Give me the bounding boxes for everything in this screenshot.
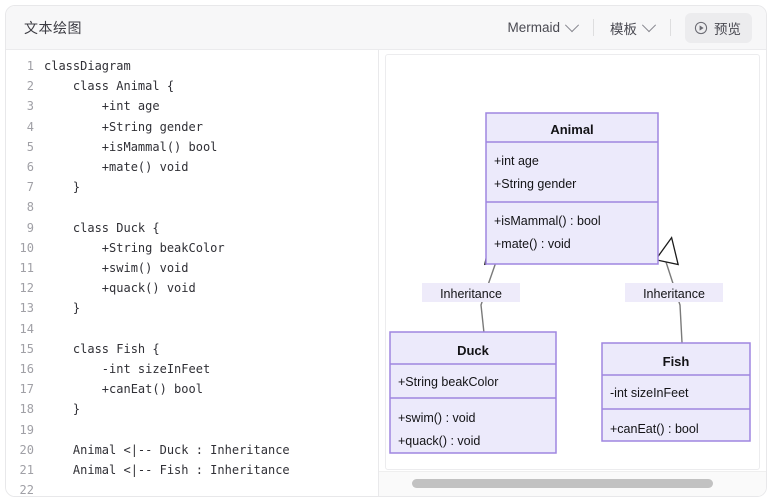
line-number: 14 [19, 321, 34, 336]
header-divider-1 [593, 19, 594, 36]
code-line: class Duck { [44, 220, 160, 235]
code-line: class Animal { [44, 79, 175, 94]
preview-button-label: 预览 [714, 21, 741, 37]
code-line: +int age [44, 99, 160, 114]
line-number: 12 [19, 281, 34, 296]
class-name: Fish [663, 354, 690, 369]
class-attribute: +int age [494, 154, 539, 168]
diagram-preview-panel: Animal +int age +String gender +isMammal… [379, 50, 766, 496]
diagram-canvas[interactable]: Animal +int age +String gender +isMammal… [385, 54, 760, 470]
class-name: Animal [550, 122, 593, 137]
code-editor[interactable]: 1 2 3 4 5 6 7 8 9 10 11 12 13 14 15 16 1 [6, 50, 379, 496]
class-method: +canEat() : bool [610, 422, 699, 436]
code-line [44, 197, 378, 217]
code-line: +isMammal() bool [44, 139, 218, 154]
class-node-fish[interactable]: Fish -int sizeInFeet +canEat() : bool [601, 342, 751, 442]
code-line: +mate() void [44, 160, 189, 175]
code-line: } [44, 301, 81, 316]
code-line: } [44, 402, 81, 417]
horizontal-scrollbar-thumb[interactable] [412, 479, 713, 488]
class-name: Duck [457, 343, 490, 358]
line-number: 15 [19, 341, 34, 356]
code-line: Animal <|-- Fish : Inheritance [44, 463, 290, 478]
class-method: +swim() : void [398, 411, 475, 425]
line-number: 20 [19, 442, 34, 457]
template-dropdown[interactable]: 模板 [606, 14, 658, 42]
code-line: +String gender [44, 119, 203, 134]
class-method: +quack() : void [398, 434, 480, 448]
line-number: 13 [19, 301, 34, 316]
line-number: 1 [26, 59, 34, 73]
line-number: 16 [19, 362, 34, 377]
app-header: 文本绘图 Mermaid 模板 预览 [6, 6, 766, 50]
relation-label: Inheritance [643, 287, 705, 301]
content-split: 1 2 3 4 5 6 7 8 9 10 11 12 13 14 15 16 1 [6, 50, 766, 496]
line-number-gutter: 1 2 3 4 5 6 7 8 9 10 11 12 13 14 15 16 1 [6, 56, 42, 496]
syntax-dropdown[interactable]: Mermaid [503, 16, 581, 39]
edge-label-fish: Inheritance [625, 283, 723, 302]
class-diagram-svg: Animal +int age +String gender +isMammal… [389, 112, 751, 454]
horizontal-scrollbar-track[interactable] [379, 471, 766, 496]
page-title: 文本绘图 [24, 19, 82, 36]
code-line: class Fish { [44, 341, 160, 356]
line-number: 21 [19, 463, 34, 478]
class-node-duck[interactable]: Duck +String beakColor +swim() : void +q… [389, 331, 557, 454]
line-number: 7 [26, 180, 34, 195]
class-attribute: -int sizeInFeet [610, 386, 689, 400]
code-line: +canEat() bool [44, 382, 203, 397]
line-number: 2 [26, 79, 34, 94]
preview-button[interactable]: 预览 [685, 12, 752, 43]
line-number: 9 [26, 220, 34, 235]
code-line [44, 480, 378, 496]
class-method: +mate() : void [494, 237, 571, 251]
line-number: 5 [26, 139, 34, 154]
code-line: +swim() void [44, 261, 189, 276]
class-attribute: +String beakColor [398, 375, 498, 389]
line-number: 18 [19, 402, 34, 417]
code-text-area[interactable]: classDiagram class Animal { +int age +St… [42, 56, 378, 496]
template-dropdown-label: 模板 [610, 21, 637, 37]
code-line: classDiagram [44, 59, 131, 73]
main-card: 文本绘图 Mermaid 模板 预览 [5, 5, 767, 497]
line-number: 10 [19, 240, 34, 255]
line-number: 19 [19, 422, 34, 437]
header-divider-2 [670, 19, 671, 36]
code-line: -int sizeInFeet [44, 362, 211, 377]
edge-label-duck: Inheritance [422, 283, 520, 302]
play-circle-icon [694, 21, 708, 34]
code-line: +String beakColor [44, 240, 225, 255]
chevron-down-icon [641, 17, 657, 32]
line-number: 4 [26, 119, 34, 134]
class-node-animal[interactable]: Animal +int age +String gender +isMammal… [485, 112, 659, 265]
inheritance-arrow-icon [654, 236, 680, 266]
line-number: 6 [26, 160, 34, 175]
line-number: 11 [19, 261, 34, 276]
code-line: } [44, 180, 81, 195]
code-line [44, 319, 378, 339]
class-method: +isMammal() : bool [494, 214, 601, 228]
line-number: 3 [26, 99, 34, 114]
class-attribute: +String gender [494, 177, 576, 191]
code-line [44, 420, 378, 440]
code-line: Animal <|-- Duck : Inheritance [44, 442, 290, 457]
syntax-dropdown-label: Mermaid [507, 20, 560, 35]
chevron-down-icon [564, 17, 580, 32]
line-number: 8 [26, 200, 34, 215]
line-number: 22 [19, 483, 34, 496]
code-line: +quack() void [44, 281, 196, 296]
relation-label: Inheritance [440, 287, 502, 301]
line-number: 17 [19, 382, 34, 397]
